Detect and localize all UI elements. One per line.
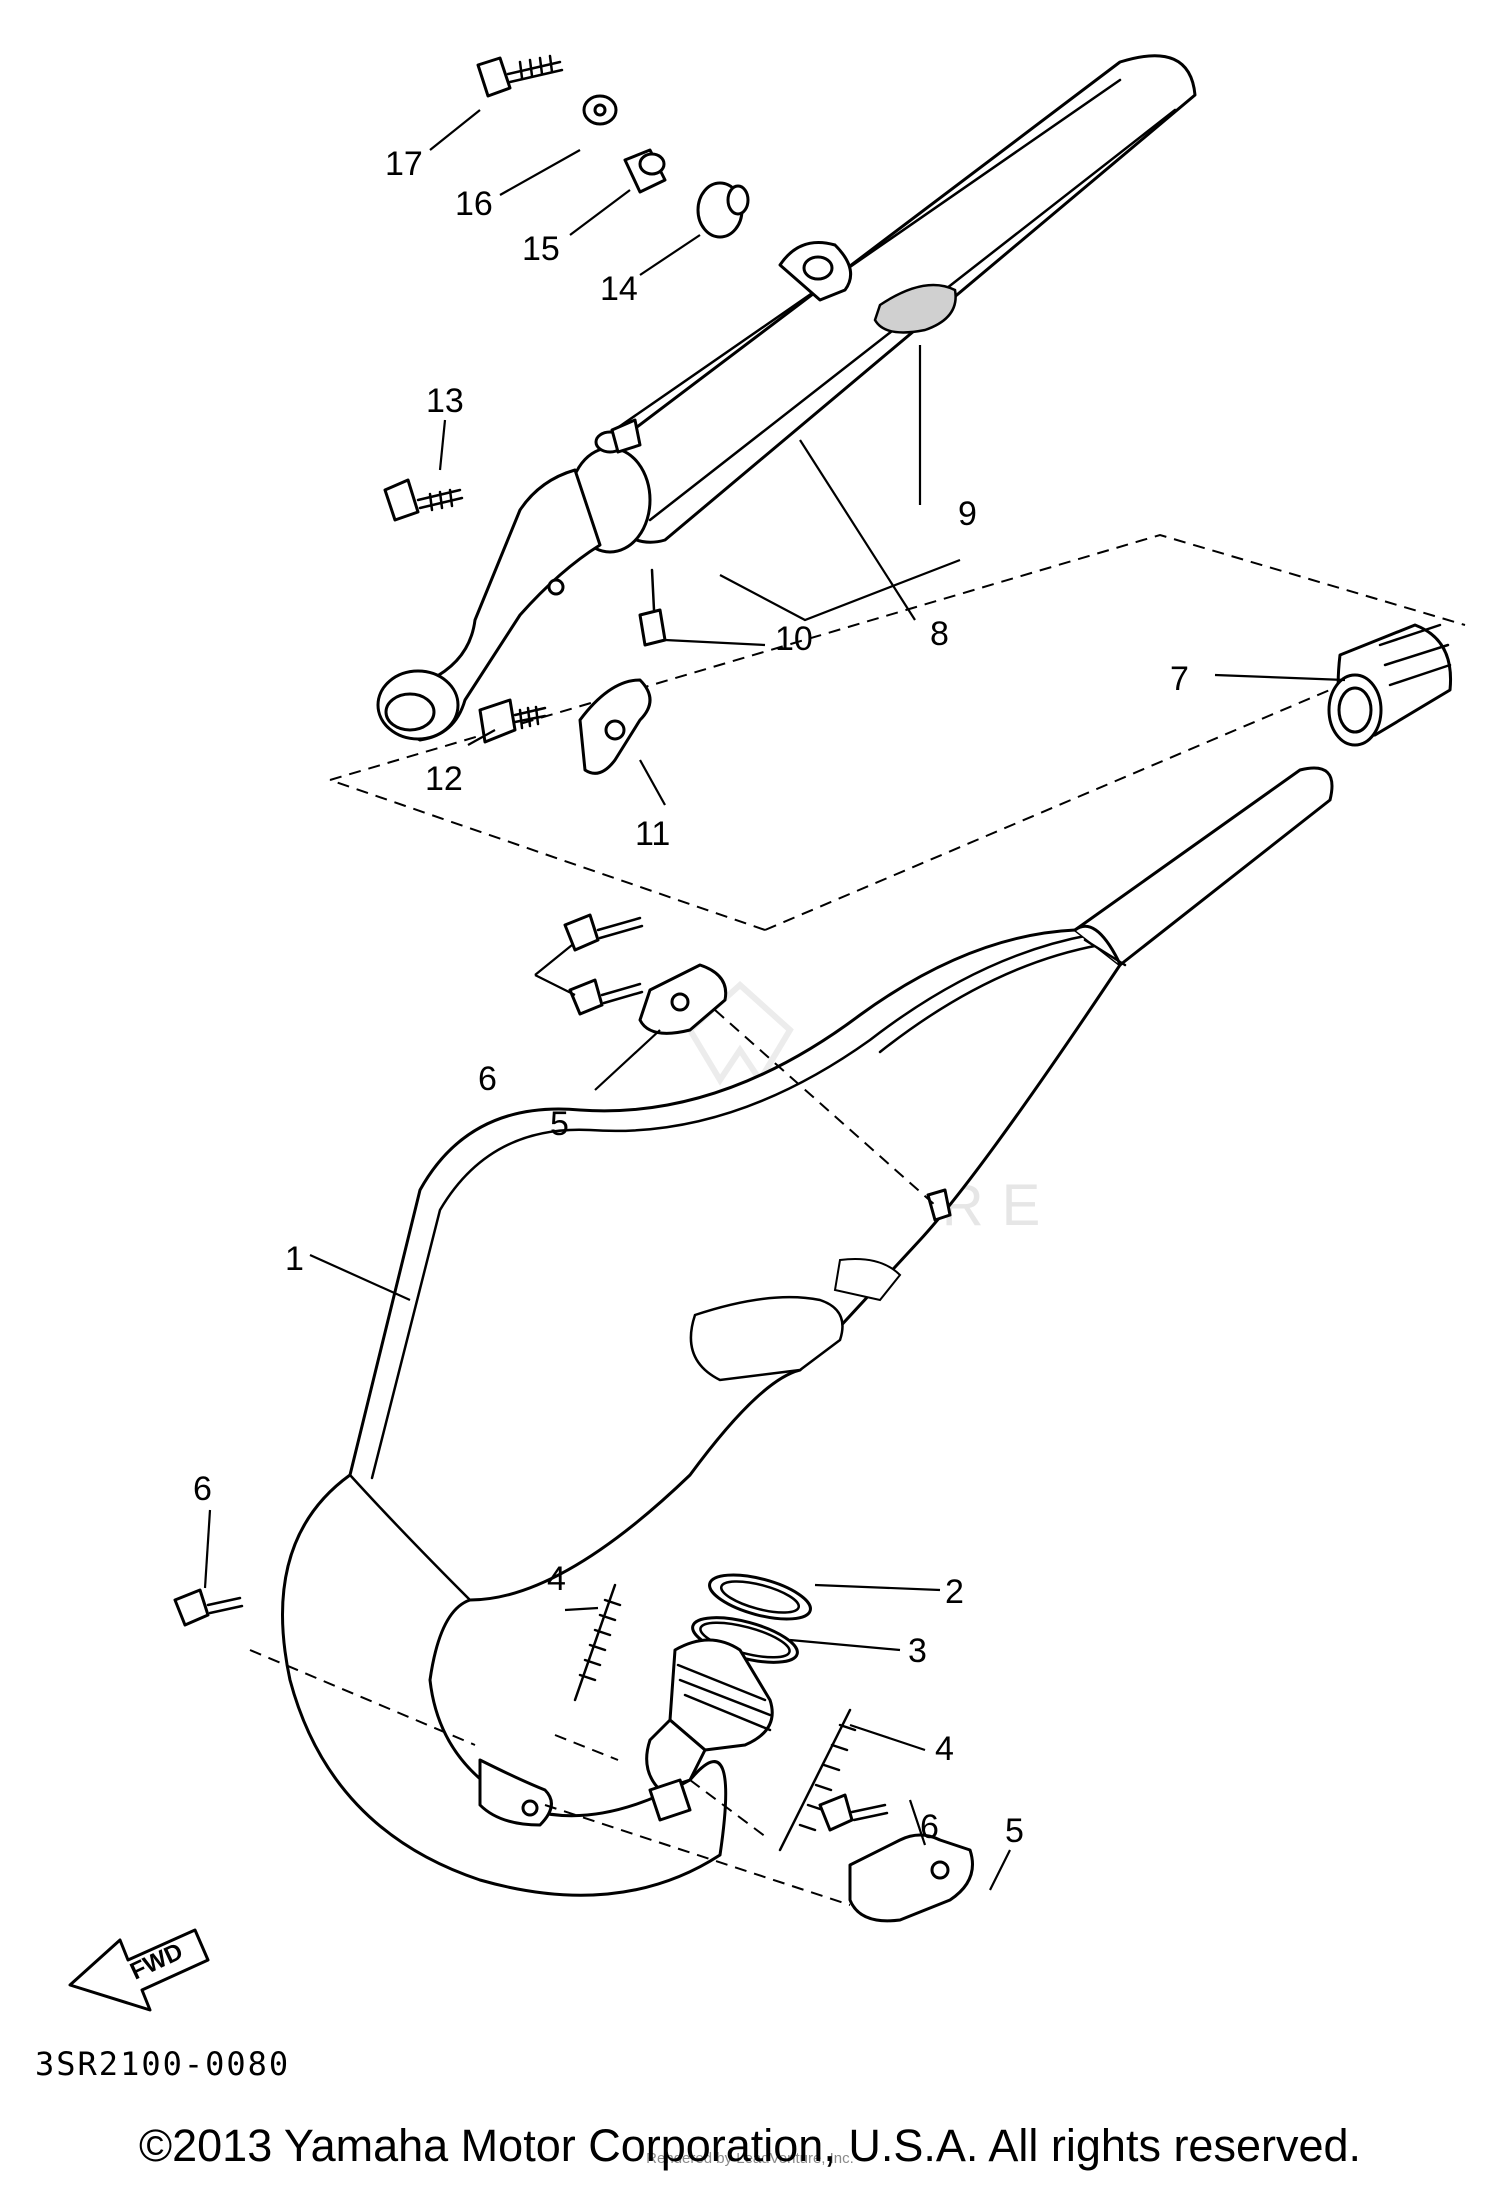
flange-brackets (173, 913, 974, 1923)
callout-3: 3 (908, 1632, 927, 1670)
bracket-hardware (478, 678, 652, 775)
callout-16: 12 (425, 760, 463, 798)
top-hardware (383, 54, 750, 647)
callout-9: 9 (958, 495, 977, 533)
reference-code: 3SR2100-0080 (35, 2045, 290, 2083)
callout-15: 11 (635, 815, 670, 853)
callout-11: 14 (600, 270, 638, 308)
copyright-notice: ©2013 Yamaha Motor Corporation, U.S.A. A… (138, 2120, 1362, 2171)
callout-6-lower: 6 (920, 1808, 939, 1846)
callout-1: 1 (285, 1240, 304, 1278)
callout-17: 13 (426, 382, 464, 420)
leader-lines (203, 109, 1346, 1891)
silencer-label-patch (873, 283, 957, 334)
callout-6-upper: 6 (478, 1060, 497, 1098)
callout-5-upper: 5 (550, 1105, 569, 1143)
callout-13: 16 (455, 185, 493, 223)
fwd-arrow-icon: FWD (68, 1928, 210, 2012)
callout-8: 8 (930, 615, 949, 653)
callout-6-left: 6 (193, 1470, 212, 1508)
exhaust-joint (1327, 623, 1453, 747)
callout-12: 15 (522, 230, 560, 268)
callout-10: 10 (775, 620, 813, 658)
silencer (376, 54, 1197, 742)
gaskets-and-springs (573, 1573, 857, 1852)
callout-4-left: 4 (547, 1560, 566, 1598)
callout-2: 2 (945, 1573, 964, 1611)
callout-7: 7 (1170, 660, 1189, 698)
assembly-lines (249, 1009, 936, 1906)
render-credit: Rendered by LeadVenture, Inc. (646, 2150, 854, 2167)
callout-4-right: 4 (935, 1730, 954, 1768)
callout-14: 17 (385, 145, 423, 183)
callout-5-lower: 5 (1005, 1812, 1024, 1850)
callout-numbers: 17 16 15 14 13 9 8 10 7 12 11 6 5 1 6 4 … (193, 145, 1189, 1850)
expansion-chamber (281, 766, 1334, 1897)
